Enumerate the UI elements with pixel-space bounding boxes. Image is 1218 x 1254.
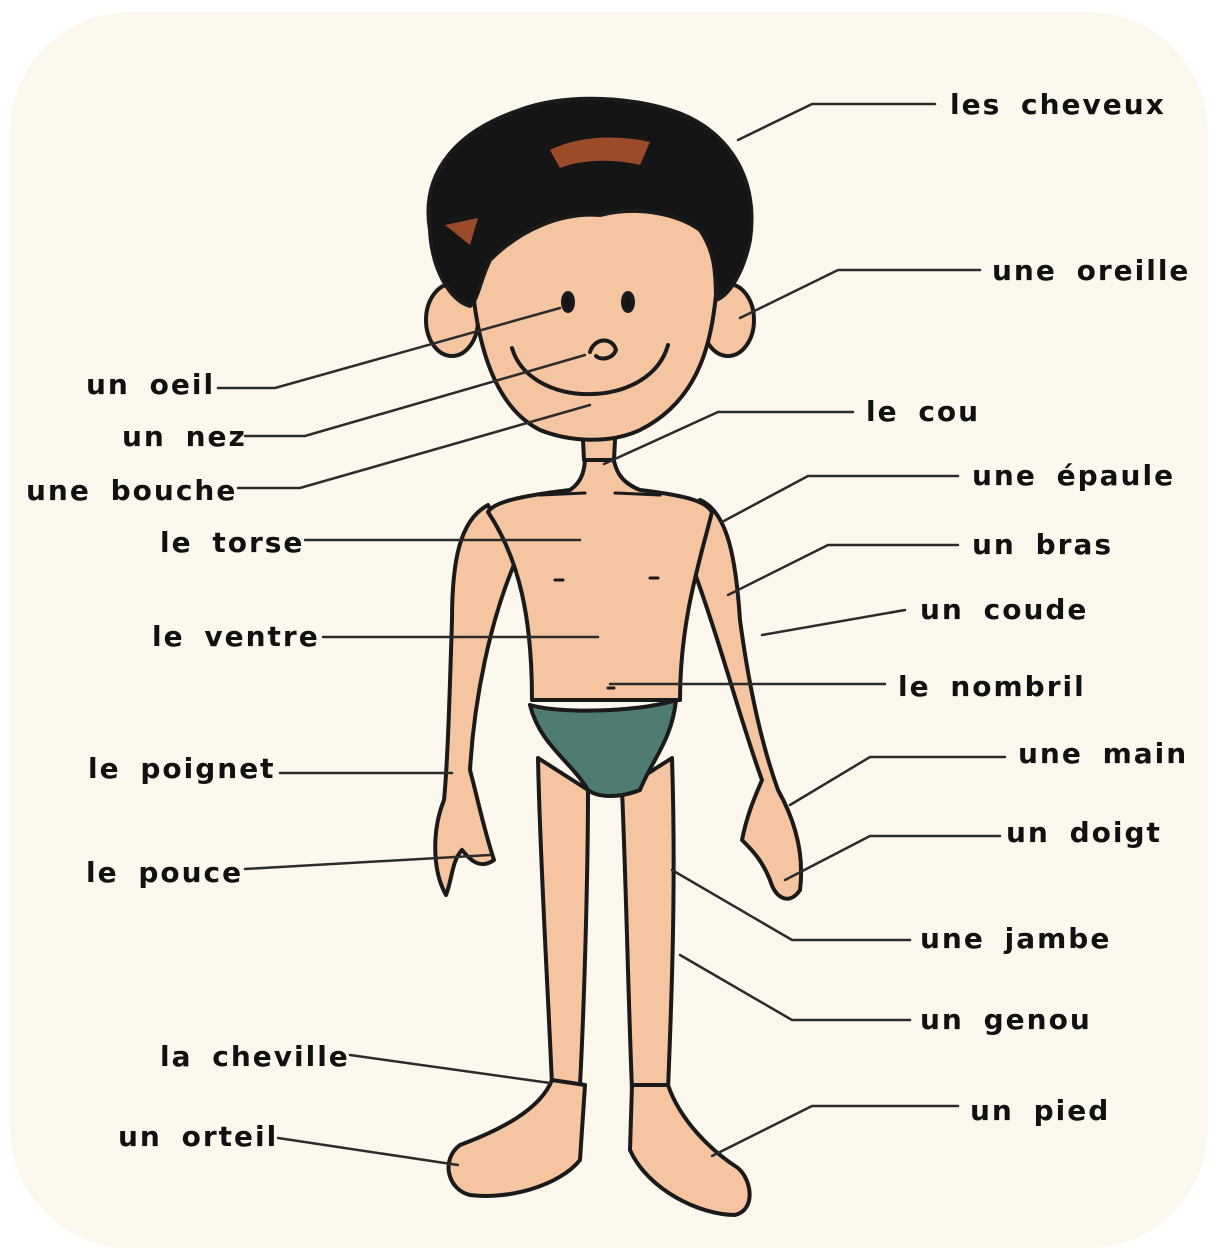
label-un-orteil: un orteil (118, 1120, 278, 1154)
label-un-bras: un bras (972, 528, 1113, 562)
torso (488, 448, 712, 700)
label-un-oeil: un oeil (86, 368, 215, 402)
right-arm (690, 500, 801, 899)
label-une-bouche: une bouche (26, 474, 237, 508)
label-le-nombril: le nombril (898, 670, 1086, 704)
right-foot (630, 1085, 750, 1215)
label-une-main: une main (1018, 737, 1188, 771)
label-le-pouce: le pouce (86, 856, 243, 890)
label-une-oreille: une oreille (992, 254, 1190, 288)
label-un-coude: un coude (920, 593, 1088, 627)
label-le-ventre: le ventre (152, 620, 320, 654)
right-leg (622, 758, 674, 1090)
right-eye (623, 293, 633, 311)
label-une-jambe: une jambe (920, 922, 1111, 956)
label-un-nez: un nez (122, 420, 247, 454)
left-leg (538, 758, 588, 1085)
label-un-genou: un genou (920, 1003, 1092, 1037)
label-un-doigt: un doigt (1006, 816, 1162, 850)
left-arm (435, 505, 516, 895)
label-la-cheville: la cheville (160, 1040, 350, 1074)
left-eye (563, 293, 573, 311)
label-le-poignet: le poignet (88, 752, 276, 786)
label-une-epaule: une épaule (972, 459, 1175, 493)
label-le-torse: le torse (160, 526, 304, 560)
label-un-pied: un pied (970, 1094, 1110, 1128)
label-les-cheveux: les cheveux (950, 88, 1166, 122)
label-le-cou: le cou (866, 395, 980, 429)
left-foot (449, 1080, 585, 1196)
